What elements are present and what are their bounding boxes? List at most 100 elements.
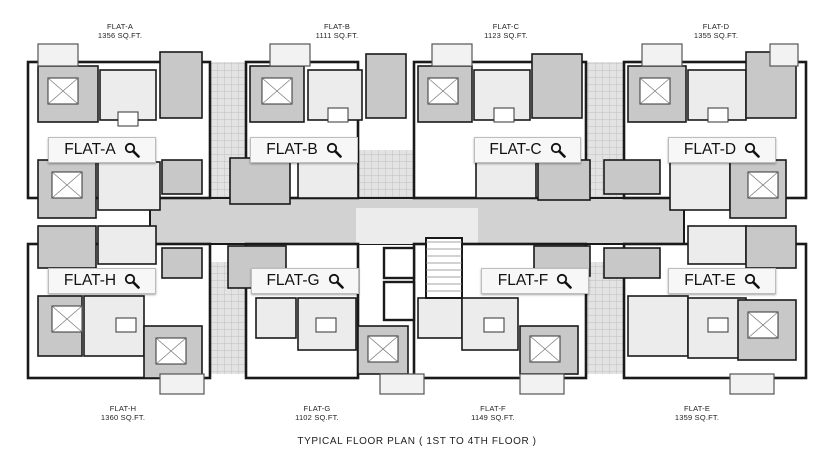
room: [603, 247, 661, 279]
magnifier-icon: [125, 273, 140, 289]
bed-cover: [529, 335, 561, 363]
room: [297, 161, 359, 199]
dining-table: [707, 317, 729, 333]
balcony: [379, 373, 425, 395]
dining-table: [315, 317, 337, 333]
room: [159, 51, 203, 119]
room: [627, 295, 689, 357]
balcony: [519, 373, 565, 395]
flat-f-button-label: FLAT-F: [497, 272, 549, 289]
room: [417, 297, 463, 339]
flat-d-info: FLAT-D 1355 SQ.FT.: [656, 22, 776, 40]
flat-b-button-label: FLAT-B: [266, 141, 318, 158]
flat-e-name: FLAT-E: [683, 404, 711, 413]
bed-cover: [51, 305, 83, 333]
flat-a-name: FLAT-A: [106, 22, 134, 31]
dining-table: [483, 317, 505, 333]
flat-g-area: 1102 SQ.FT.: [295, 413, 339, 422]
flat-c-button[interactable]: FLAT-C: [474, 137, 581, 163]
magnifier-icon: [328, 273, 344, 289]
flat-a-button[interactable]: FLAT-A: [48, 137, 156, 163]
room: [669, 159, 731, 211]
flat-g-name: FLAT-G: [303, 404, 331, 413]
flat-f-area: 1149 SQ.FT.: [471, 413, 515, 422]
room: [255, 297, 297, 339]
room: [161, 247, 203, 279]
bed-cover: [367, 335, 399, 363]
bed-cover: [155, 337, 187, 365]
flat-a-info: FLAT-A 1356 SQ.FT.: [60, 22, 180, 40]
room: [537, 159, 591, 201]
flat-e-area: 1359 SQ.FT.: [674, 413, 720, 422]
flat-a-button-label: FLAT-A: [64, 141, 116, 158]
flat-h-info: FLAT-H 1360 SQ.FT.: [63, 404, 183, 422]
balcony: [37, 43, 79, 67]
room: [603, 159, 661, 195]
room: [745, 225, 797, 269]
bed-cover: [51, 171, 83, 199]
bed-cover: [47, 77, 79, 105]
room: [97, 225, 157, 265]
flat-h-button[interactable]: FLAT-H: [48, 268, 156, 294]
flat-d-name: FLAT-D: [702, 22, 730, 31]
dining-table: [707, 107, 729, 123]
flat-b-name: FLAT-B: [323, 22, 351, 31]
bed-cover: [747, 311, 779, 339]
room: [37, 225, 97, 269]
flat-d-button-label: FLAT-D: [683, 141, 737, 158]
balcony: [641, 43, 683, 67]
lift-shaft: [382, 280, 416, 322]
room: [357, 325, 409, 375]
balcony: [729, 373, 775, 395]
dining-table: [117, 111, 139, 127]
flat-g-button-label: FLAT-G: [266, 272, 320, 289]
floor-plan-title: TYPICAL FLOOR PLAN ( 1ST TO 4TH FLOOR ): [297, 436, 537, 447]
flat-f-name: FLAT-F: [480, 404, 506, 413]
dining-table: [115, 317, 137, 333]
magnifier-icon: [550, 142, 566, 158]
balcony: [769, 43, 799, 67]
flat-b-button[interactable]: FLAT-B: [250, 137, 358, 163]
flat-h-button-label: FLAT-H: [63, 272, 117, 289]
flat-e-button-label: FLAT-E: [684, 272, 736, 289]
flat-d-button[interactable]: FLAT-D: [668, 137, 776, 163]
flat-e-info: FLAT-E 1359 SQ.FT.: [637, 404, 757, 422]
balcony: [269, 43, 311, 67]
room: [229, 157, 291, 205]
flat-f-button[interactable]: FLAT-F: [481, 268, 589, 294]
stair-core: [425, 237, 463, 299]
flat-a-area: 1356 SQ.FT.: [97, 31, 143, 40]
flat-g-info: FLAT-G 1102 SQ.FT.: [257, 404, 377, 422]
flat-c-info: FLAT-C 1123 SQ.FT.: [446, 22, 566, 40]
dining-table: [493, 107, 515, 123]
flat-b-info: FLAT-B 1111 SQ.FT.: [277, 22, 397, 40]
balcony: [159, 373, 205, 395]
flat-e-button[interactable]: FLAT-E: [668, 268, 776, 294]
magnifier-icon: [124, 142, 140, 158]
room: [687, 225, 747, 265]
flat-f-info: FLAT-F 1149 SQ.FT.: [433, 404, 553, 422]
flat-d-area: 1355 SQ.FT.: [693, 31, 739, 40]
room: [475, 161, 537, 199]
magnifier-icon: [745, 142, 760, 158]
magnifier-icon: [326, 142, 342, 158]
flat-h-area: 1360 SQ.FT.: [100, 413, 146, 422]
lift-shaft: [382, 246, 416, 280]
room: [97, 161, 161, 211]
dining-table: [327, 107, 349, 123]
magnifier-icon: [744, 273, 760, 289]
flat-c-button-label: FLAT-C: [489, 141, 542, 158]
bed-cover: [427, 77, 459, 105]
flat-b-area: 1111 SQ.FT.: [315, 31, 359, 40]
flat-g-button[interactable]: FLAT-G: [251, 268, 359, 294]
bed-cover: [639, 77, 671, 105]
room: [161, 159, 203, 195]
bed-cover: [261, 77, 293, 105]
balcony: [431, 43, 473, 67]
magnifier-icon: [557, 273, 573, 289]
flat-c-area: 1123 SQ.FT.: [484, 31, 528, 40]
flat-h-name: FLAT-H: [109, 404, 137, 413]
bed-cover: [747, 171, 779, 199]
tiled-courtyard: [586, 262, 626, 374]
